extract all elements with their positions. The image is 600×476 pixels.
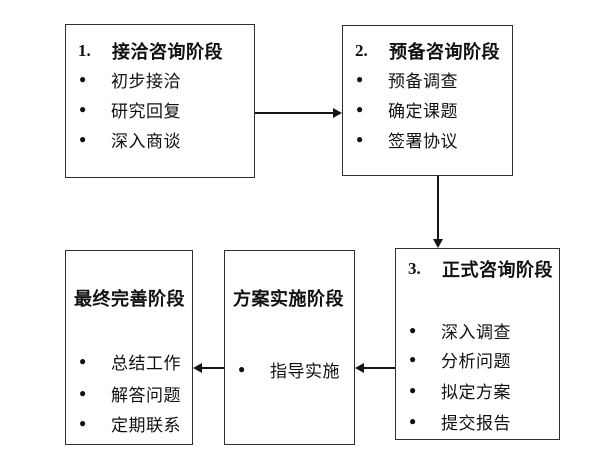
bullet-icon: ● [79,386,87,400]
list-item: ● 解答问题 [66,381,192,405]
arrowhead-right-icon [333,108,342,118]
list-item-text: 签署协议 [388,131,458,151]
list-item: ● 研究回复 [66,97,254,121]
stage-box-initial-contact: 1. 接洽咨询阶段 ● 初步接洽 ● 研究回复 ● 深入商谈 [65,24,255,178]
list-item-text: 指导实施 [270,361,340,381]
bullet-icon: ● [79,354,87,368]
bullet-icon: ● [79,132,87,146]
list-item-text: 解答问题 [111,385,181,405]
stage-title-row: 最终完善阶段 [66,286,192,310]
stage-title-row: 2. 预备咨询阶段 [343,39,512,63]
stage-title-row: 1. 接洽咨询阶段 [66,39,254,63]
stage-title-text: 接洽咨询阶段 [112,42,223,62]
list-item: ● 拟定方案 [396,378,559,402]
bullet-icon: ● [238,362,246,376]
list-item-text: 深入调查 [441,322,511,342]
list-item-text: 预备调查 [388,71,458,91]
list-item: ● 定期联系 [66,411,192,435]
list-item: ● 分析问题 [396,347,559,371]
stage-box-formal-consulting: 3. 正式咨询阶段 ● 深入调查 ● 分析问题 ● 拟定方案 ● 提交报告 [395,248,560,440]
stage-box-preparation: 2. 预备咨询阶段 ● 预备调查 ● 确定课题 ● 签署协议 [342,25,513,176]
list-item: ● 预备调查 [343,67,512,91]
bullet-icon: ● [79,416,87,430]
list-item: ● 提交报告 [396,409,559,433]
bullet-icon: ● [356,132,364,146]
stage-number: 3. [408,259,421,278]
connector-line-2-3 [437,176,439,240]
connector-line-3-4 [363,367,395,369]
connector-line-4-5 [201,367,224,369]
list-item-text: 总结工作 [111,353,181,373]
stage-box-final-improvement: 最终完善阶段 ● 总结工作 ● 解答问题 ● 定期联系 [65,250,193,445]
stage-title-text: 预备咨询阶段 [389,42,500,62]
list-item: ● 深入商谈 [66,127,254,151]
stage-title-row: 3. 正式咨询阶段 [396,257,559,281]
list-item: ● 深入调查 [396,318,559,342]
bullet-icon: ● [356,72,364,86]
list-item-text: 定期联系 [111,415,181,435]
bullet-icon: ● [409,352,417,366]
stage-number: 2. [355,41,368,60]
list-item-text: 分析问题 [441,351,511,371]
stage-number: 1. [78,41,91,60]
bullet-icon: ● [409,383,417,397]
stage-box-implementation: 方案实施阶段 ● 指导实施 [224,250,355,445]
arrowhead-left-icon [355,363,364,373]
list-item: ● 签署协议 [343,127,512,151]
stage-title-row: 方案实施阶段 [225,286,354,310]
stage-title-text: 正式咨询阶段 [442,260,553,280]
arrowhead-left-icon [193,363,202,373]
list-item-text: 初步接洽 [111,71,181,91]
list-item-text: 深入商谈 [111,131,181,151]
bullet-icon: ● [79,102,87,116]
list-item-text: 提交报告 [441,413,511,433]
bullet-icon: ● [79,72,87,86]
list-item: ● 总结工作 [66,349,192,373]
bullet-icon: ● [409,323,417,337]
bullet-icon: ● [356,102,364,116]
bullet-icon: ● [409,414,417,428]
arrowhead-down-icon [433,239,443,248]
list-item: ● 初步接洽 [66,67,254,91]
stage-title-text: 方案实施阶段 [233,289,344,309]
list-item-text: 拟定方案 [441,382,511,402]
list-item: ● 指导实施 [225,357,354,381]
list-item-text: 确定课题 [388,101,458,121]
list-item-text: 研究回复 [111,101,181,121]
stage-title-text: 最终完善阶段 [74,289,185,309]
list-item: ● 确定课题 [343,97,512,121]
connector-line-1-2 [255,112,334,114]
